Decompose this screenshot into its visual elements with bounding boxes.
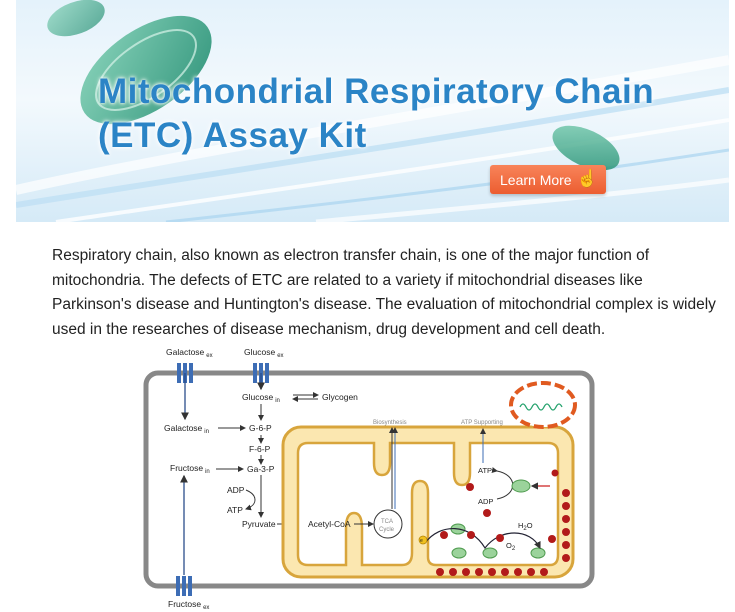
label-tca: TCA — [381, 519, 393, 525]
fructose-transporter — [176, 576, 192, 596]
intro-paragraph: Respiratory chain, also known as electro… — [52, 247, 716, 338]
complex-iii — [482, 547, 498, 559]
label-adp-synth: ADP — [478, 497, 493, 506]
label-cycle: Cycle — [379, 527, 395, 533]
label-f6p: F-6-P — [249, 444, 271, 454]
label-atp: ATP — [227, 505, 243, 515]
mitochondrial-matrix — [296, 441, 560, 567]
dna-icon — [519, 403, 563, 411]
label-atp-supporting: ATP Supporting — [461, 420, 503, 426]
banner-background — [16, 0, 729, 222]
protons — [436, 469, 570, 576]
label-ga3p: Ga-3-P — [247, 464, 275, 474]
complex-iv — [530, 547, 546, 559]
label-acetyl-coa: Acetyl-CoA — [308, 519, 351, 529]
label-adp: ADP — [227, 485, 245, 495]
complex-ii — [451, 547, 467, 559]
label-e: e — [420, 538, 423, 544]
label-atp-synth: ATP — [478, 466, 492, 475]
learn-more-label: Learn More — [500, 171, 572, 188]
learn-more-button[interactable]: Learn More ☝ — [490, 165, 606, 194]
label-o2: O2 — [506, 541, 516, 552]
mitochondria-illustration-left — [80, 15, 212, 125]
label-pyruvate: Pyruvate — [242, 519, 276, 529]
banner-title-line2: (ETC) Assay Kit — [98, 116, 367, 155]
label-biosynthesis: Biosynthesis — [373, 420, 407, 426]
label-glycogen: Glycogen — [322, 392, 358, 402]
pointer-hand-icon: ☝ — [576, 169, 598, 188]
tca-cycle — [373, 509, 403, 539]
mitochondria-illustration-right — [552, 125, 620, 171]
nucleus — [509, 381, 577, 429]
label-g6p: G-6-P — [249, 423, 272, 433]
electron-marker — [418, 535, 428, 545]
hero-banner: Mitochondrial Respiratory Chain (ETC) As… — [16, 0, 729, 222]
atp-synthase — [511, 479, 531, 493]
mitochondria-illustration-top — [47, 0, 105, 37]
banner-title-line1: Mitochondrial Respiratory Chain — [98, 72, 655, 111]
label-h2o: H2O — [518, 521, 533, 532]
banner-title: Mitochondrial Respiratory Chain (ETC) As… — [98, 70, 654, 158]
